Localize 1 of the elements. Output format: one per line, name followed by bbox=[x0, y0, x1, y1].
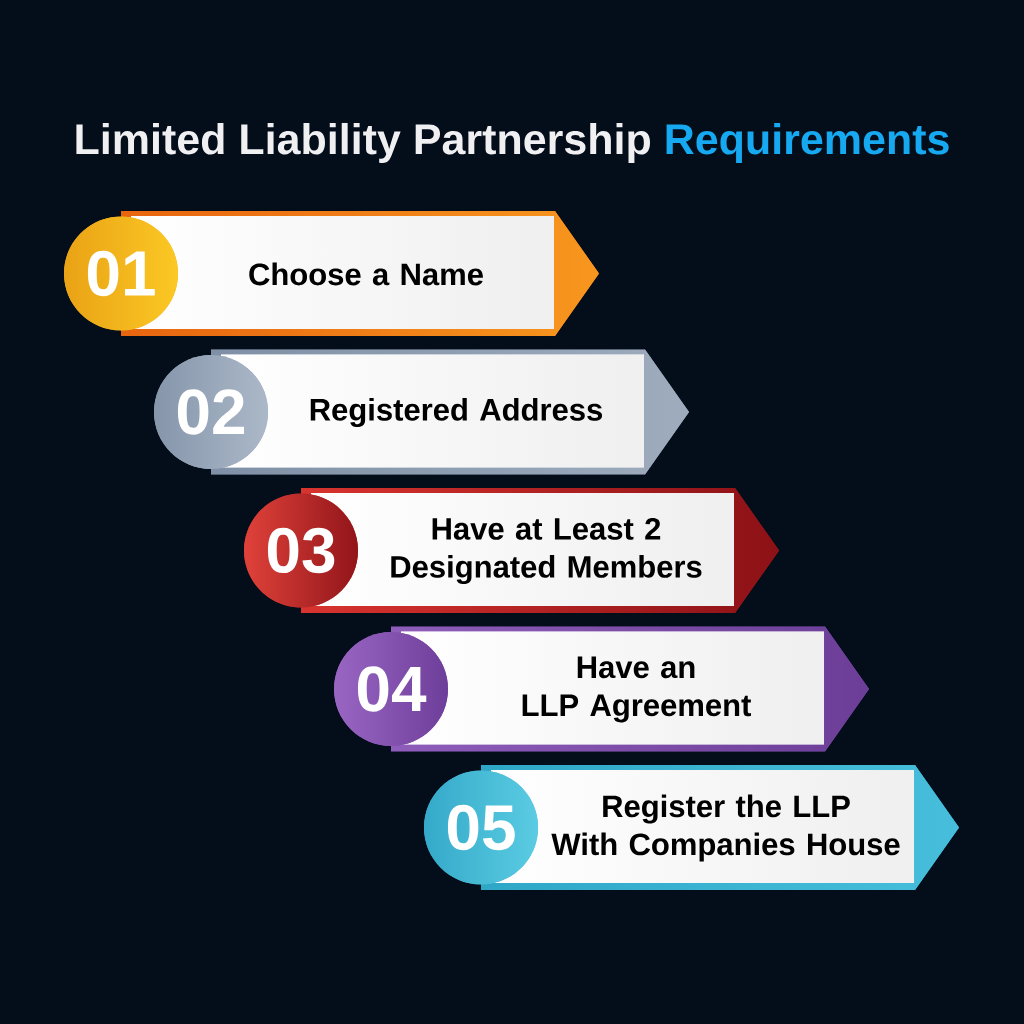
title: Limited Liability Partnership Requirements bbox=[76, 122, 949, 164]
